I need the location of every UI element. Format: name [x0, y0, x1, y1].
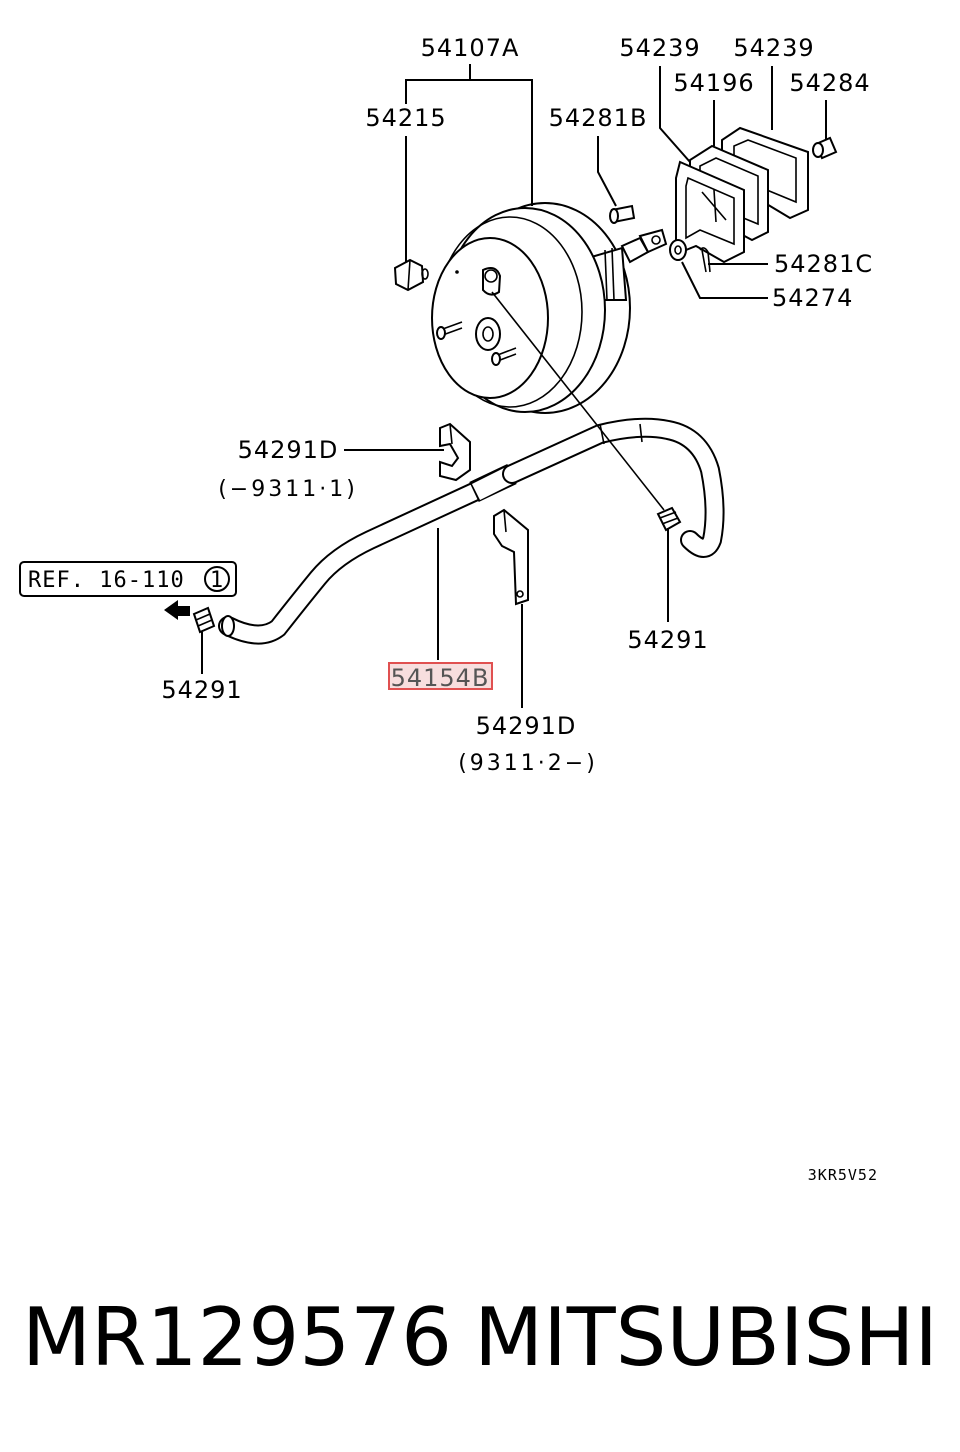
- gasket-stack-drawing: [675, 126, 838, 264]
- clamp-bracket-upper-drawing: [439, 422, 471, 482]
- nut-left-drawing: [393, 258, 429, 292]
- drawing-code: 3KR5V52: [808, 1166, 878, 1184]
- leader-lines: [201, 64, 827, 708]
- highlighted-callout: 54154B: [388, 662, 493, 692]
- parts-diagram: 54107A 54215 54239 54239 54196 54284 542…: [19, 34, 878, 1184]
- reference-circle-number: 1: [210, 568, 224, 593]
- clevis-pin-drawing: [609, 204, 636, 224]
- clamp-bracket-lower-drawing: [493, 508, 529, 606]
- callout-plate: 54196: [673, 69, 754, 97]
- callout-bolt-right: 54284: [789, 69, 870, 97]
- footer-caption: MR129576 MITSUBISHI: [0, 1288, 960, 1388]
- callout-vacuum-hose: 54154B: [391, 664, 490, 692]
- reference-label: REF. 16-110: [28, 568, 185, 593]
- callout-hose-clamp-right: 54291: [627, 626, 708, 654]
- callout-clevis-pin: 54281B: [549, 104, 648, 132]
- brake-booster-drawing: [431, 202, 668, 414]
- callout-hose-clamp-left: 54291: [161, 676, 242, 704]
- callout-clamp-lower: 54291D: [476, 712, 577, 740]
- callout-snap-pin: 54281C: [774, 250, 873, 278]
- reference-circle: [204, 566, 230, 592]
- callout-gasket-b: 54239: [733, 34, 814, 62]
- vacuum-hose-drawing: [218, 417, 725, 645]
- washer-drawing: [669, 239, 687, 261]
- callout-gasket-a: 54239: [619, 34, 700, 62]
- hose-clamp-left-drawing: [192, 606, 216, 634]
- direction-arrow-icon: [164, 600, 190, 620]
- callout-clamp-lower-range: (9311·2−): [458, 751, 598, 776]
- snap-pin-drawing: [699, 247, 711, 273]
- callout-clamp-upper: 54291D: [238, 436, 339, 464]
- callout-clamp-upper-range: (−9311·1): [218, 477, 358, 502]
- brand-name: MITSUBISHI: [474, 1291, 938, 1384]
- part-number: MR129576: [22, 1291, 452, 1384]
- callout-nut-left: 54215: [365, 104, 446, 132]
- reference-box: REF. 16-110 1: [19, 561, 237, 597]
- callout-washer: 54274: [772, 284, 853, 312]
- hose-clamp-right-drawing: [656, 506, 682, 532]
- callout-booster: 54107A: [421, 34, 520, 62]
- highlight-box: [388, 662, 493, 690]
